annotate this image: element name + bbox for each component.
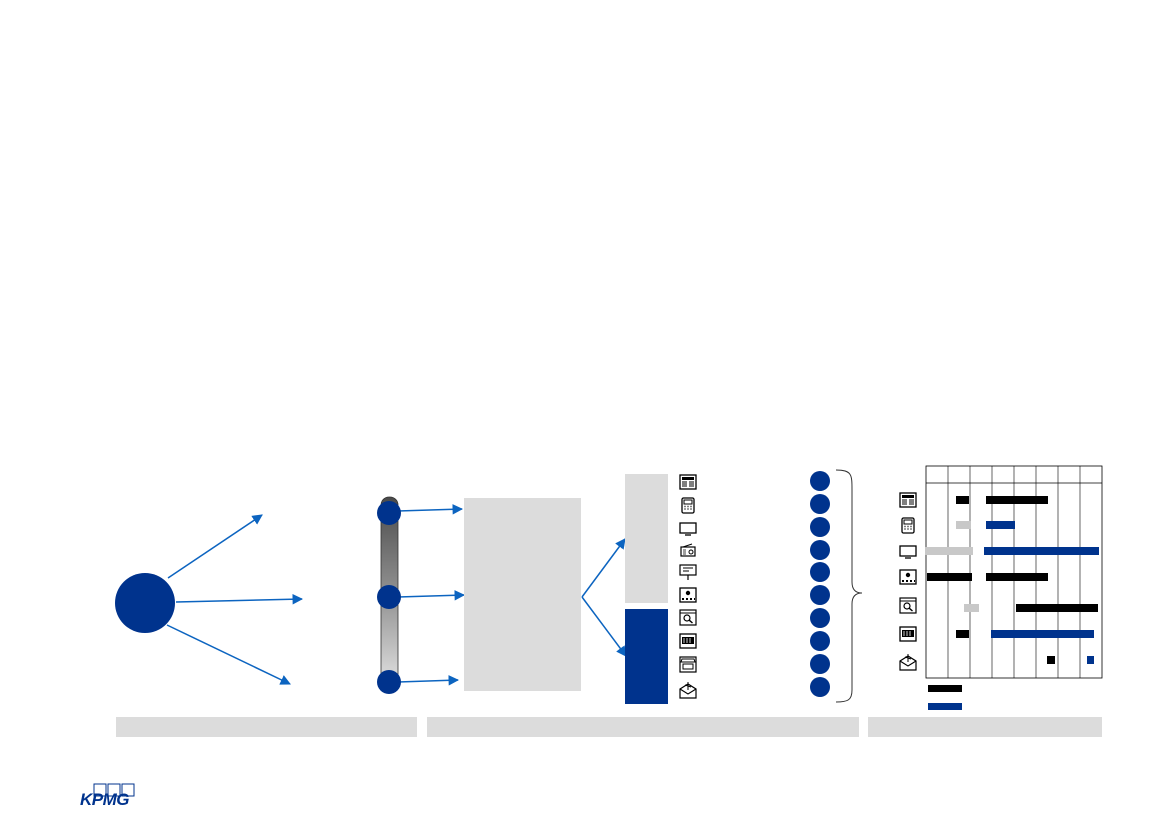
- arrow-bar-top: [397, 504, 464, 515]
- timeline-bar: [991, 630, 1094, 638]
- email-icon: [899, 654, 917, 671]
- web-banner-icon: [899, 626, 917, 642]
- scale-circle-middle: [377, 585, 401, 609]
- timeline-icon-list: [896, 490, 920, 680]
- hub-circle: [115, 573, 175, 633]
- arrow-fork-down: [581, 596, 627, 657]
- arrow-bar-bottom: [397, 675, 460, 686]
- scale-circle-top: [377, 501, 401, 525]
- right-bracket: [835, 469, 863, 703]
- timeline-bar: [964, 604, 979, 612]
- arrow-hub-down: [166, 624, 291, 685]
- kpmg-logo-text: KPMG: [80, 790, 130, 809]
- step-circle: [810, 608, 830, 628]
- channel-icon-list: [678, 471, 700, 707]
- timeline-bar: [984, 547, 1099, 555]
- newspaper-icon: [899, 492, 917, 508]
- timeline-bar: [956, 630, 969, 638]
- timeline-bar: [1016, 604, 1098, 612]
- phone-icon: [901, 517, 915, 534]
- step-circle: [810, 677, 830, 697]
- billboard-icon: [679, 564, 697, 580]
- numbered-circle-column: [810, 471, 830, 706]
- timeline-bar: [1047, 656, 1055, 664]
- timeline-bar: [986, 573, 1048, 581]
- step-circle: [810, 494, 830, 514]
- search-icon: [899, 597, 917, 614]
- phone-icon: [681, 497, 695, 514]
- step-circle: [810, 562, 830, 582]
- search-icon: [679, 609, 697, 626]
- kpmg-logo-boxes: [93, 783, 135, 797]
- step-circle: [810, 654, 830, 674]
- step-circle: [810, 631, 830, 651]
- storefront-icon: [679, 656, 697, 673]
- cinema-icon: [679, 587, 697, 603]
- legend-swatch-blue: [928, 703, 962, 710]
- center-panel: [464, 498, 581, 691]
- arrow-fork-up: [581, 538, 626, 598]
- scale-circle-bottom: [377, 670, 401, 694]
- offline-column: [625, 474, 668, 603]
- timeline-bar: [986, 496, 1048, 504]
- arrow-bar-mid: [397, 590, 466, 601]
- timeline-bar: [927, 573, 972, 581]
- footer-section-right: [868, 717, 1102, 737]
- web-banner-icon: [679, 633, 697, 649]
- step-circle: [810, 540, 830, 560]
- online-column: [625, 609, 668, 704]
- newspaper-icon: [679, 474, 697, 490]
- kpmg-logo: KPMG: [80, 783, 140, 813]
- legend-swatch-black: [928, 685, 962, 692]
- tv-icon: [899, 545, 917, 559]
- cinema-icon: [899, 569, 917, 585]
- timeline-bar: [925, 547, 973, 555]
- step-circle: [810, 517, 830, 537]
- timeline-bar: [956, 496, 969, 504]
- footer-section-left: [116, 717, 417, 737]
- step-circle: [810, 471, 830, 491]
- arrow-hub-middle: [175, 593, 304, 605]
- timeline-bar: [986, 521, 1015, 529]
- radio-icon: [680, 543, 696, 557]
- arrow-hub-up: [167, 514, 263, 579]
- tv-icon: [679, 522, 697, 536]
- timeline-bar: [956, 521, 971, 529]
- step-circle: [810, 585, 830, 605]
- footer-section-middle: [427, 717, 859, 737]
- timeline-bar: [1087, 656, 1094, 664]
- email-icon: [679, 682, 697, 699]
